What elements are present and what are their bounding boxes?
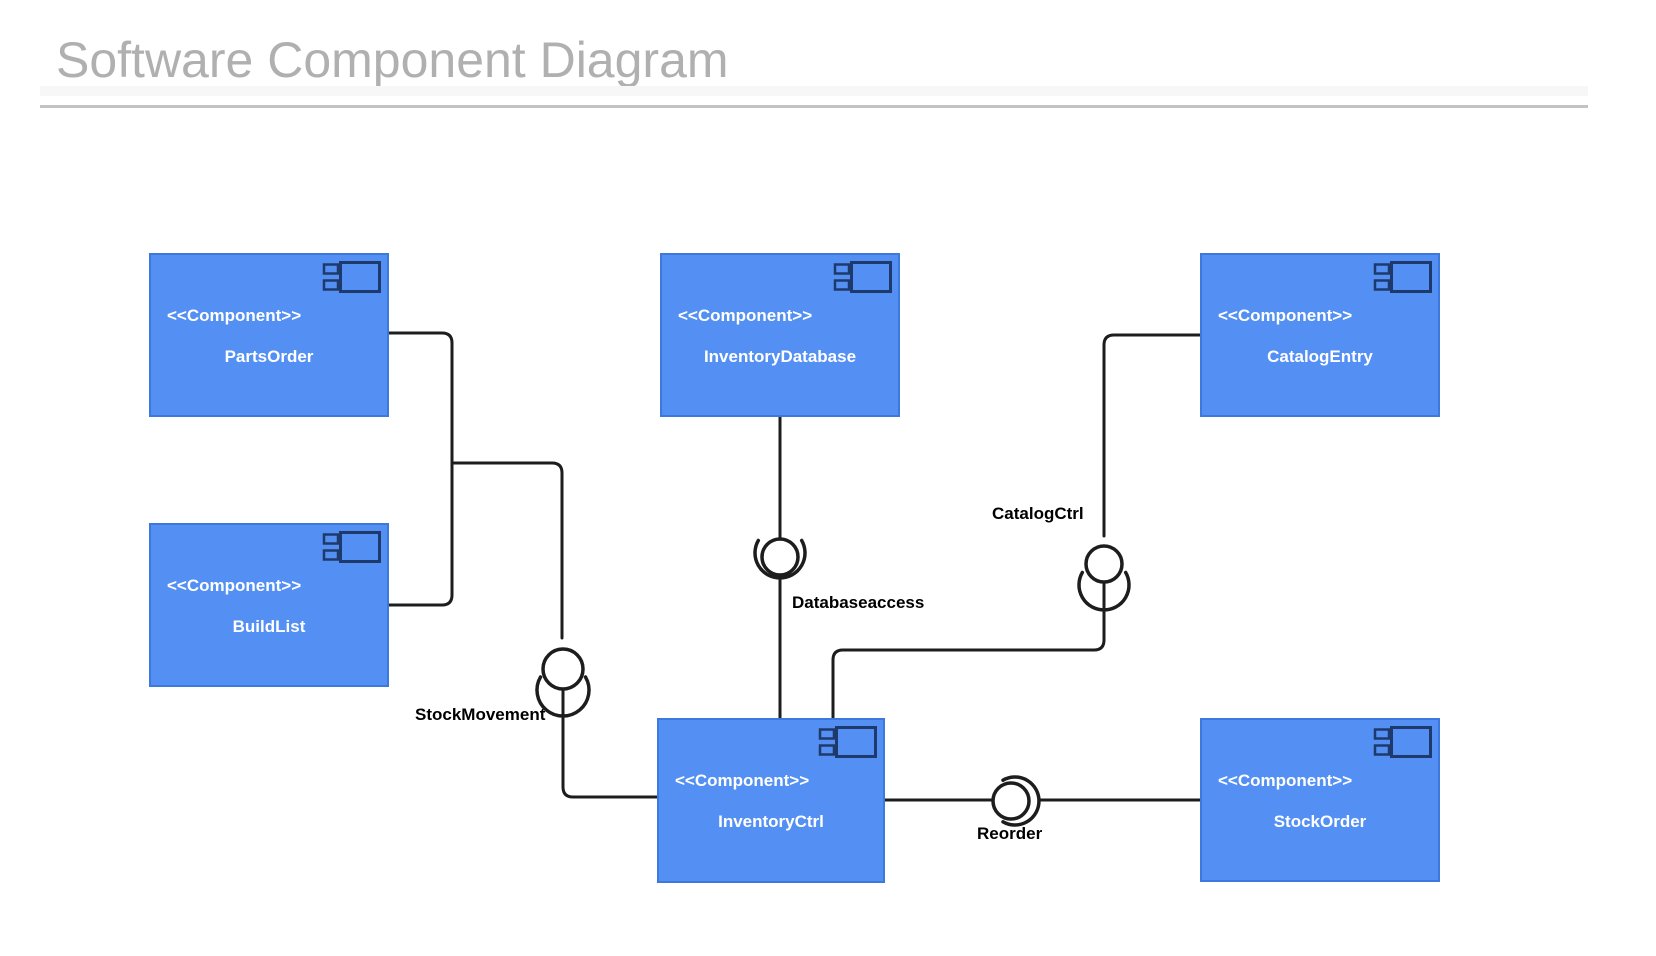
title-rule (40, 105, 1588, 108)
edge-catalog-upper (1102, 333, 1202, 538)
socket-databaseaccess-icon (753, 538, 807, 580)
edge-stockmovement-to-inventoryctrl (561, 687, 659, 799)
component-icon (322, 531, 381, 563)
component-name: BuildList (232, 617, 306, 636)
component-partsorder[interactable]: <<Component>> PartsOrder (149, 253, 389, 417)
component-catalogentry[interactable]: <<Component>> CatalogEntry (1200, 253, 1440, 417)
ball-catalogctrl-icon (1084, 544, 1124, 584)
component-name: InventoryDatabase (703, 347, 857, 366)
edge-trunk (387, 331, 454, 607)
component-inventoryctrl[interactable]: <<Component>> InventoryCtrl (657, 718, 885, 883)
interface-label-catalogctrl: CatalogCtrl (992, 504, 1084, 523)
component-stereotype: <<Component>> (167, 306, 302, 325)
component-inventorydatabase[interactable]: <<Component>> InventoryDatabase (660, 253, 900, 417)
edge-catalog-lower (831, 580, 1106, 720)
component-name: InventoryCtrl (718, 812, 824, 831)
edge-inventorydatabase-to-inventoryctrl[interactable] (753, 415, 807, 720)
ball-stockmovement-icon (541, 647, 585, 691)
component-name: PartsOrder (224, 347, 314, 366)
component-stereotype: <<Component>> (678, 306, 813, 325)
edge-catalogentry-to-inventoryctrl[interactable] (831, 333, 1202, 720)
edge-partsorder-buildlist-to-stockmovement[interactable] (387, 331, 659, 799)
edge-inventoryctrl-to-stockorder[interactable] (883, 775, 1202, 827)
title-rule-shadow (40, 86, 1588, 96)
component-stockorder[interactable]: <<Component>> StockOrder (1200, 718, 1440, 882)
component-name: CatalogEntry (1267, 347, 1373, 366)
component-name: StockOrder (1273, 812, 1367, 831)
component-stereotype: <<Component>> (675, 771, 810, 790)
component-buildlist[interactable]: <<Component>> BuildList (149, 523, 389, 687)
interface-label-stockmovement: StockMovement (415, 705, 546, 724)
ball-reorder-icon (991, 781, 1031, 821)
component-stereotype: <<Component>> (1218, 306, 1353, 325)
component-icon (818, 726, 877, 758)
interface-label-databaseaccess: Databaseaccess (792, 593, 925, 612)
component-stereotype: <<Component>> (167, 576, 302, 595)
component-icon (833, 261, 892, 293)
ball-databaseaccess-icon (760, 537, 800, 577)
component-stereotype: <<Component>> (1218, 771, 1353, 790)
component-icon (1373, 261, 1432, 293)
component-icon (322, 261, 381, 293)
interface-label-reorder: Reorder (977, 824, 1043, 843)
edge-branch (450, 461, 564, 640)
component-icon (1373, 726, 1432, 758)
page-title: Software Component Diagram (56, 32, 729, 88)
